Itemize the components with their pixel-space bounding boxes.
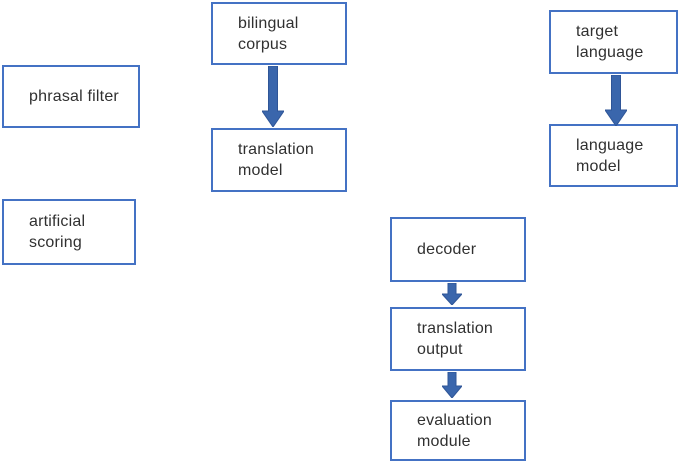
node-target-language: target language xyxy=(549,10,678,74)
node-label: bilingual corpus xyxy=(238,14,299,53)
node-label: translation model xyxy=(238,141,315,179)
arrow-down-icon xyxy=(442,372,462,398)
node-label: translation output xyxy=(417,320,494,358)
node-label: artificial scoring xyxy=(29,213,86,251)
node-label: phrasal filter xyxy=(29,88,119,105)
node-label: target language xyxy=(576,23,644,61)
arrow-down-icon xyxy=(262,66,284,127)
node-bilingual-corpus: bilingual corpus xyxy=(211,2,347,65)
node-phrasal-filter: phrasal filter xyxy=(2,65,140,128)
node-decoder: decoder xyxy=(390,217,526,282)
node-language-model: language model xyxy=(549,124,678,187)
node-translation-output: translation output xyxy=(390,307,526,371)
node-label: language model xyxy=(576,136,644,175)
arrow-down-icon xyxy=(605,75,627,126)
node-evaluation-module: evaluation module xyxy=(390,400,526,461)
node-label: decoder xyxy=(417,241,477,258)
node-translation-model: translation model xyxy=(211,128,347,192)
node-artificial-scoring: artificial scoring xyxy=(2,199,136,265)
node-label: evaluation module xyxy=(417,411,492,450)
arrow-down-icon xyxy=(442,283,462,305)
